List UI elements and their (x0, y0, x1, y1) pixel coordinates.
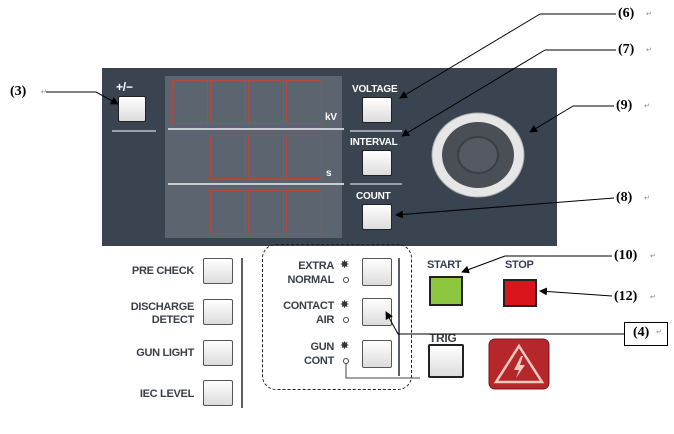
pre-check-button[interactable] (203, 258, 233, 284)
voltage-digit-2 (210, 80, 246, 124)
trig-button[interactable] (428, 344, 464, 378)
pre-check-label: PRE CHECK (131, 265, 194, 277)
gun-cont-button[interactable] (362, 340, 392, 368)
extra-label: EXTRA (298, 260, 334, 272)
interval-label: INTERVAL (350, 137, 398, 148)
callout-4: (4) (633, 325, 650, 340)
mode-group-divider (398, 258, 400, 376)
gun-light-button[interactable] (203, 340, 233, 366)
return-mark: ↵ (644, 195, 650, 202)
start-label: START (427, 259, 462, 271)
air-led-icon (343, 317, 349, 323)
interval-digit-2 (248, 135, 284, 179)
return-mark: ↵ (646, 47, 652, 54)
count-label: COUNT (356, 191, 391, 202)
callout-3: (3) (10, 84, 27, 99)
contact-led-icon: ✸ (340, 299, 350, 311)
callout-7: (7) (618, 42, 635, 57)
kv-unit-label: kV (325, 112, 337, 123)
trig-label: TRIG (429, 331, 457, 345)
stop-button[interactable] (503, 279, 537, 307)
discharge-detect-button[interactable] (203, 299, 233, 325)
count-digit-1 (210, 190, 246, 234)
normal-label: NORMAL (287, 274, 335, 286)
return-mark: ↵ (650, 294, 656, 301)
voltage-divider (350, 130, 402, 132)
return-mark: ↵ (41, 89, 47, 96)
seven-segment-display (165, 76, 342, 238)
return-mark: ↵ (646, 11, 652, 18)
return-mark: ↵ (650, 253, 656, 260)
arrow-12 (539, 287, 613, 297)
extra-led-icon: ✸ (340, 259, 350, 271)
voltage-button[interactable] (362, 97, 392, 123)
voltage-label: VOLTAGE (352, 84, 398, 95)
voltage-digit-3 (248, 80, 284, 124)
callout-12: (12) (614, 289, 638, 304)
callout-8: (8) (616, 190, 633, 205)
gun-label: GUN (310, 341, 334, 353)
contact-air-button[interactable] (362, 298, 392, 326)
normal-led-icon (343, 277, 349, 283)
gun-led-icon: ✸ (340, 340, 350, 352)
knob-center (457, 136, 499, 174)
callout-6: (6) (618, 6, 635, 21)
return-mark: ↵ (644, 103, 650, 110)
gun-light-label: GUN LIGHT (136, 347, 194, 359)
cont-led-icon (343, 358, 349, 364)
extra-normal-button[interactable] (362, 258, 392, 286)
contact-label: CONTACT (283, 300, 334, 312)
voltage-digit-4 (286, 80, 322, 124)
high-voltage-warning-icon (488, 338, 550, 390)
callout-9: (9) (616, 98, 633, 113)
interval-digit-1 (210, 135, 246, 179)
rotary-knob[interactable] (428, 110, 528, 200)
seconds-unit-label: s (326, 168, 332, 179)
plus-minus-divider (112, 130, 156, 132)
iec-level-button[interactable] (203, 380, 233, 406)
discharge-label-2: DETECT (151, 314, 195, 326)
interval-divider (350, 183, 402, 185)
interval-button[interactable] (362, 150, 392, 176)
air-label: AIR (315, 314, 334, 326)
interval-digit-3 (286, 135, 322, 179)
callout-4-box (624, 322, 668, 346)
arrow-4 (385, 311, 624, 335)
start-button[interactable] (429, 276, 463, 306)
stop-label: STOP (505, 259, 534, 271)
display-divider-1 (168, 128, 344, 130)
cont-label: CONT (304, 355, 334, 367)
callout-10: (10) (614, 248, 638, 263)
left-group-divider (241, 258, 243, 408)
discharge-label-1: DISCHARGE (130, 301, 195, 313)
count-button[interactable] (362, 204, 392, 230)
plus-minus-button[interactable] (118, 96, 146, 122)
plus-minus-label: +/− (116, 80, 133, 94)
display-divider-2 (168, 183, 344, 185)
count-digit-2 (248, 190, 284, 234)
voltage-digit-1 (172, 80, 208, 124)
count-digit-3 (286, 190, 322, 234)
iec-level-label: IEC LEVEL (139, 388, 194, 400)
arrow-10 (461, 255, 506, 274)
return-mark: ↵ (656, 329, 662, 336)
